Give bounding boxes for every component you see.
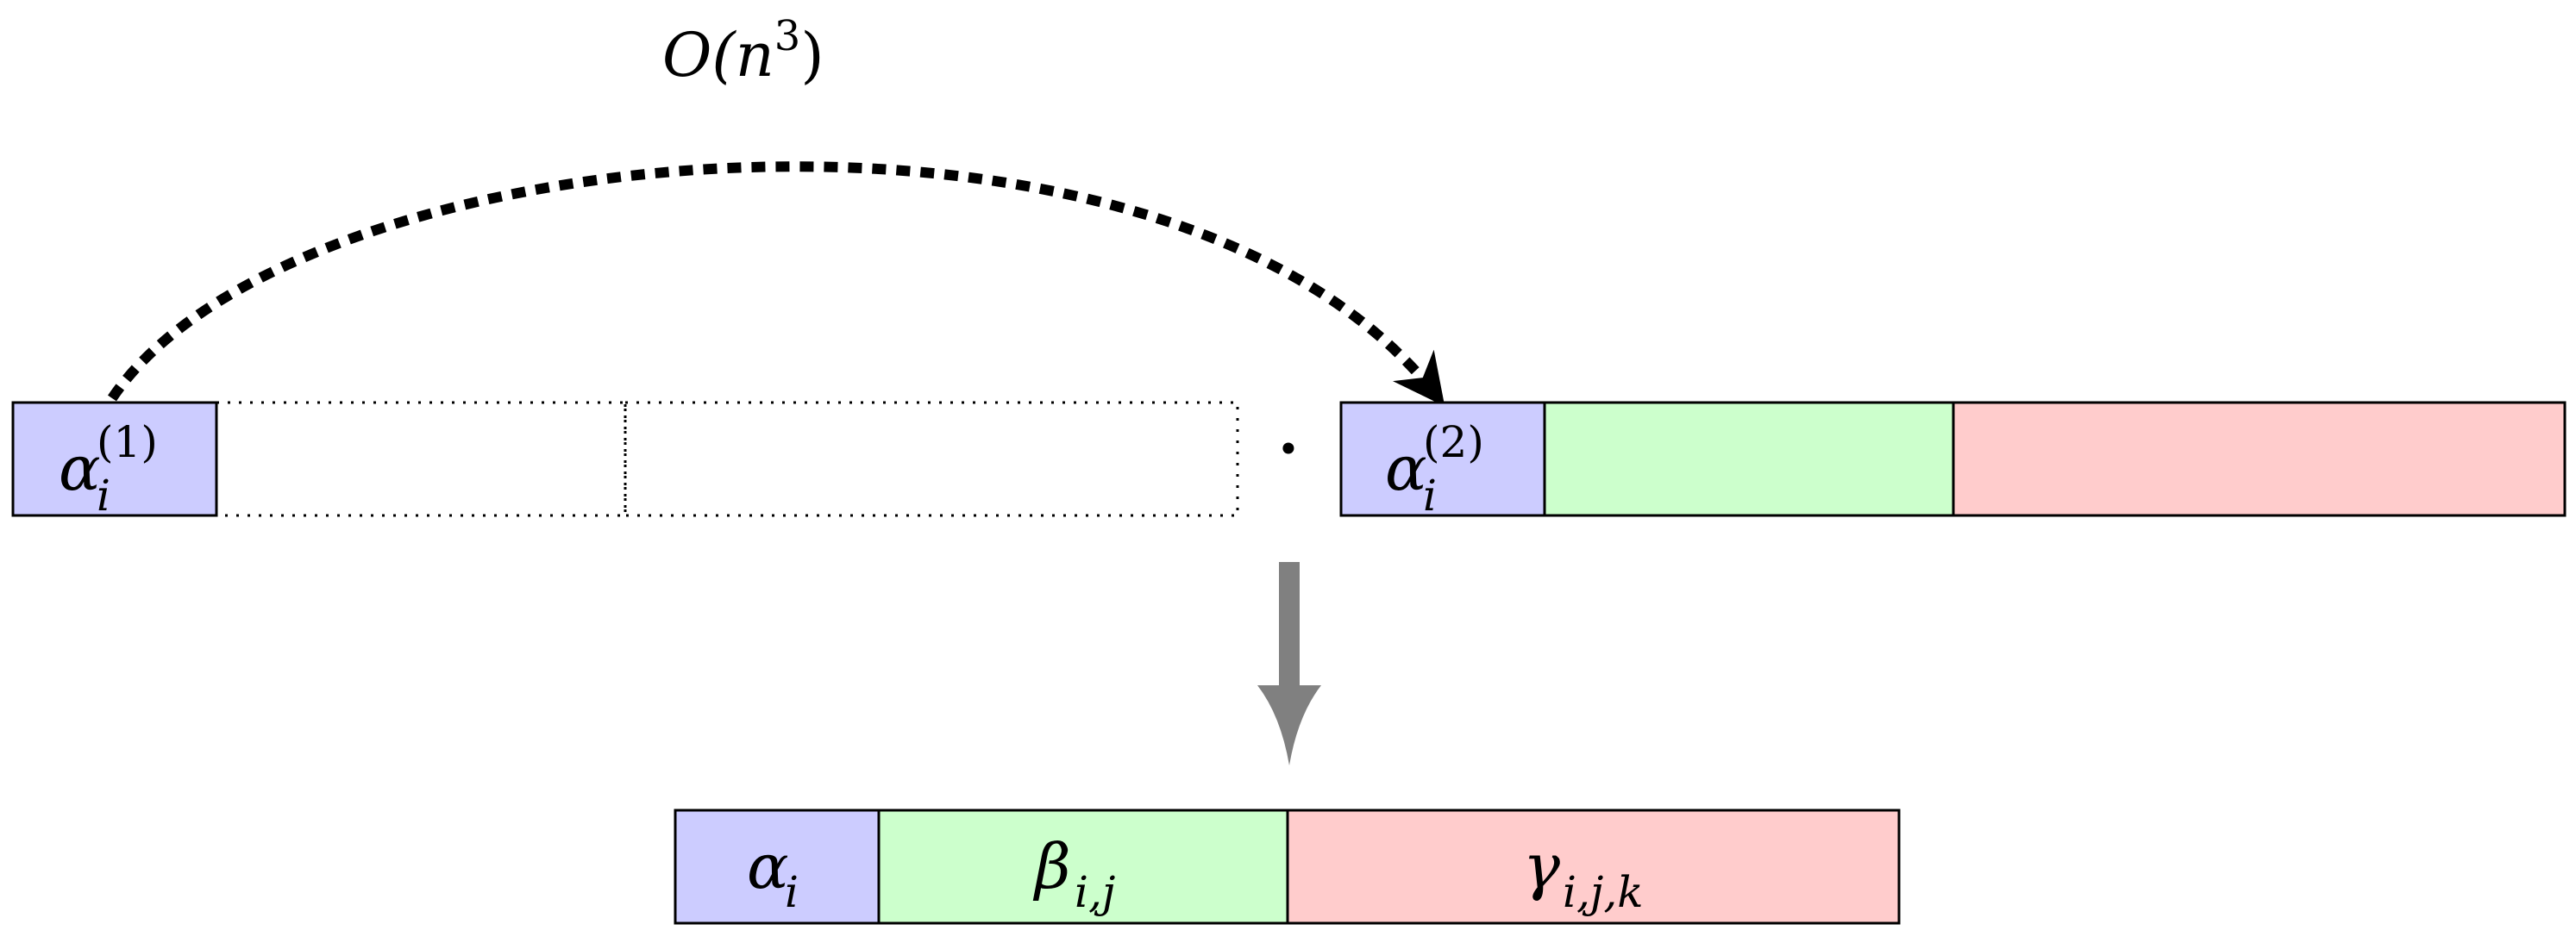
result-vector: α i β i,j γ i,j,k [674, 809, 1901, 925]
multiply-operator: · [1275, 398, 1302, 499]
right-alpha-sub: i [1423, 471, 1437, 521]
result-beta-sub: i,j [1075, 867, 1115, 917]
left-alpha-label: α [59, 432, 101, 504]
left-alpha-sub: i [97, 471, 110, 521]
complexity-label: O(n3) [662, 12, 824, 91]
right-vector: α i (2) [1339, 401, 2567, 521]
result-arrow-shaft [1279, 562, 1300, 690]
right-alpha-base: α [1385, 432, 1427, 504]
dotted-transfer-arrow [108, 161, 1445, 407]
result-alpha-base: α [747, 830, 789, 902]
right-alpha-cell [1339, 401, 1546, 517]
complexity-label-base: O(n [662, 20, 774, 91]
right-gamma-cell [1952, 401, 2567, 517]
right-beta-cell [1543, 401, 1955, 517]
result-gamma-base: γ [1523, 830, 1561, 902]
result-arrow-head [1257, 685, 1321, 765]
left-alpha-cell [11, 401, 218, 517]
left-alpha-sup: (1) [97, 417, 158, 467]
result-arrow [1257, 562, 1321, 765]
complexity-label-exp: 3 [774, 12, 801, 60]
result-alpha-cell [674, 809, 881, 925]
right-alpha-sup: (2) [1423, 417, 1484, 467]
result-gamma-cell [1286, 809, 1901, 925]
result-beta-cell [877, 809, 1289, 925]
left-alpha-base: α [59, 432, 101, 504]
result-beta-base: β [1032, 830, 1071, 902]
left-empty-beta-cell [215, 401, 627, 517]
result-alpha-sub: i [785, 867, 799, 917]
left-empty-gamma-cell [624, 401, 1239, 517]
result-gamma-sub: i,j,k [1563, 867, 1644, 917]
left-vector: α i (1) [11, 401, 1239, 521]
right-alpha-label: α [1385, 432, 1427, 504]
complexity-label-close: ) [800, 20, 824, 91]
